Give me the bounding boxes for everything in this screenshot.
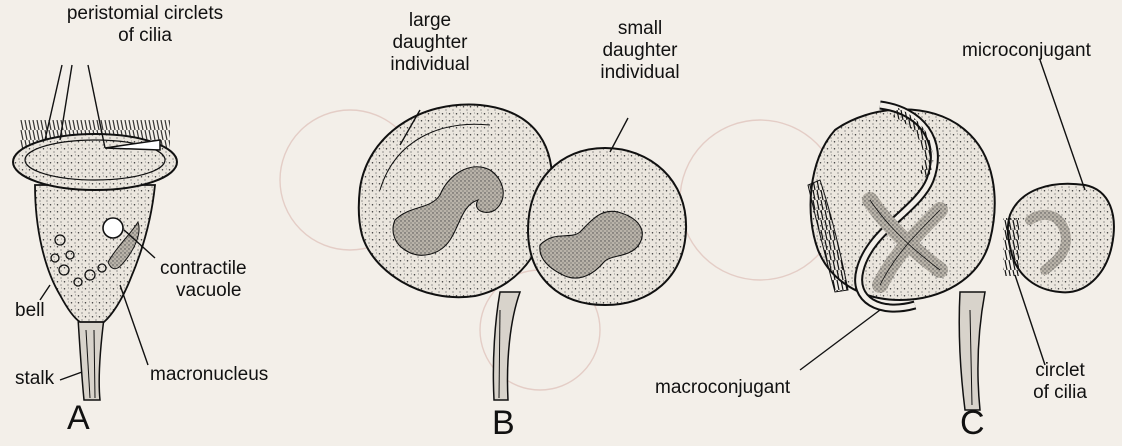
stalk-a [78, 318, 104, 400]
label-stalk: stalk [15, 368, 54, 390]
label-bell: bell [15, 300, 45, 322]
label-small-line1: small [585, 18, 695, 40]
label-large-line3: individual [375, 54, 485, 76]
label-small-line2: daughter [585, 40, 695, 62]
bell [35, 185, 155, 322]
panel-c-drawing [800, 60, 1114, 410]
label-peristomial-line1: peristomial circlets [30, 3, 260, 25]
panel-b-drawing [359, 105, 686, 400]
label-macroconjugant: macroconjugant [655, 377, 790, 399]
panel-letter-c: C [960, 405, 985, 441]
contractile-vacuole [103, 218, 123, 238]
label-large-line1: large [375, 10, 485, 32]
label-contractile-line2: vacuole [176, 280, 242, 302]
stalk-b [493, 292, 520, 400]
label-circlet-line1: circlet [1020, 360, 1100, 382]
panel-letter-a: A [67, 400, 90, 436]
panel-a-drawing [13, 65, 177, 400]
microconjugant-body [1008, 184, 1114, 293]
label-peristomial-line2: of cilia [30, 25, 260, 47]
label-small-line3: individual [585, 62, 695, 84]
label-microconjugant: microconjugant [962, 40, 1091, 62]
label-large-line2: daughter [375, 32, 485, 54]
panel-letter-b: B [492, 405, 515, 441]
label-macronucleus: macronucleus [150, 364, 268, 386]
label-circlet-line2: of cilia [1020, 382, 1100, 404]
label-contractile-line1: contractile [160, 258, 247, 280]
